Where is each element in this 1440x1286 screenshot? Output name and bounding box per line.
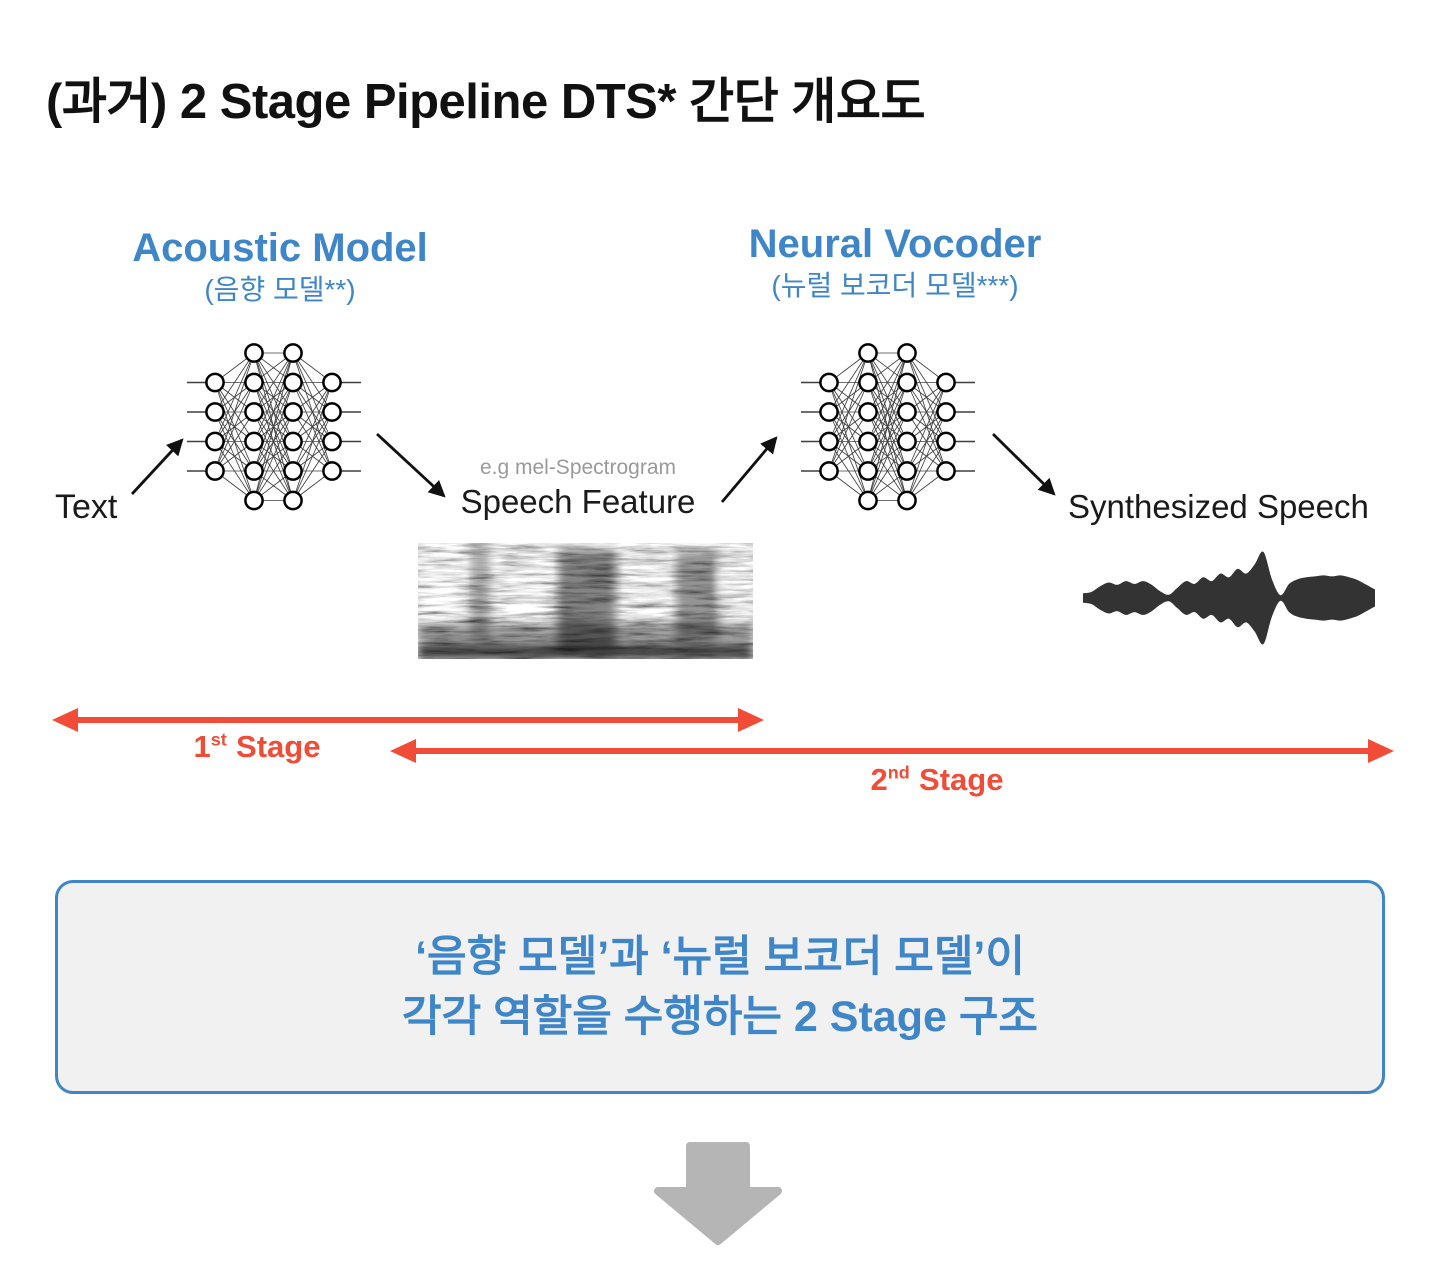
- acoustic-model-label: Acoustic Model (음향 모델**): [80, 226, 480, 310]
- stage2-ordinal: nd: [887, 762, 910, 783]
- stage2-range-arrow: [390, 739, 1394, 763]
- mel-spectrogram-image: [418, 543, 753, 659]
- stage1-range-arrow: [52, 708, 764, 732]
- neural-vocoder-subtitle: (뉴럴 보코더 모델***): [771, 270, 1019, 301]
- down-arrow-icon: [654, 1142, 782, 1245]
- stage2-label: 2nd Stage: [817, 762, 1057, 798]
- acoustic-model-title: Acoustic Model: [132, 226, 428, 270]
- stage1-label: 1st Stage: [137, 729, 377, 765]
- speech-feature-label: Speech Feature: [460, 483, 696, 520]
- summary-box: ‘음향 모델’과 ‘뉴럴 보코더 모델’이 각각 역할을 수행하는 2 Stag…: [55, 880, 1385, 1094]
- synthesized-speech-label: Synthesized Speech: [1068, 488, 1369, 525]
- feature-to-vocoder-arrow: [720, 436, 778, 503]
- stage2-word: Stage: [919, 762, 1004, 797]
- vocoder-to-output-arrow: [992, 433, 1056, 496]
- summary-line-1: ‘음향 모델’과 ‘뉴럴 보코더 모델’이: [415, 933, 1025, 981]
- text-to-acoustic-arrow: [130, 438, 184, 495]
- stage1-ordinal: st: [210, 729, 227, 750]
- speech-feature-block: e.g mel-Spectrogram Speech Feature: [408, 455, 748, 523]
- page-title: (과거) 2 Stage Pipeline DTS* 간단 개요도: [46, 75, 926, 129]
- neural-vocoder-label: Neural Vocoder (뉴럴 보코더 모델***): [695, 222, 1095, 306]
- acoustic-model-subtitle: (음향 모델**): [204, 274, 356, 305]
- stage1-number: 1: [193, 729, 211, 764]
- stage1-word: Stage: [236, 729, 321, 764]
- input-text-label: Text: [55, 488, 118, 526]
- stage2-number: 2: [870, 762, 888, 797]
- vocoder-network-diagram: [801, 343, 975, 511]
- summary-line-2: 각각 역할을 수행하는 2 Stage 구조: [402, 993, 1038, 1041]
- waveform-image: [1083, 551, 1375, 645]
- acoustic-to-feature-arrow: [376, 432, 446, 498]
- mel-spectrogram-note: e.g mel-Spectrogram: [479, 456, 677, 479]
- acoustic-network-diagram: [187, 343, 361, 511]
- neural-vocoder-title: Neural Vocoder: [748, 222, 1042, 266]
